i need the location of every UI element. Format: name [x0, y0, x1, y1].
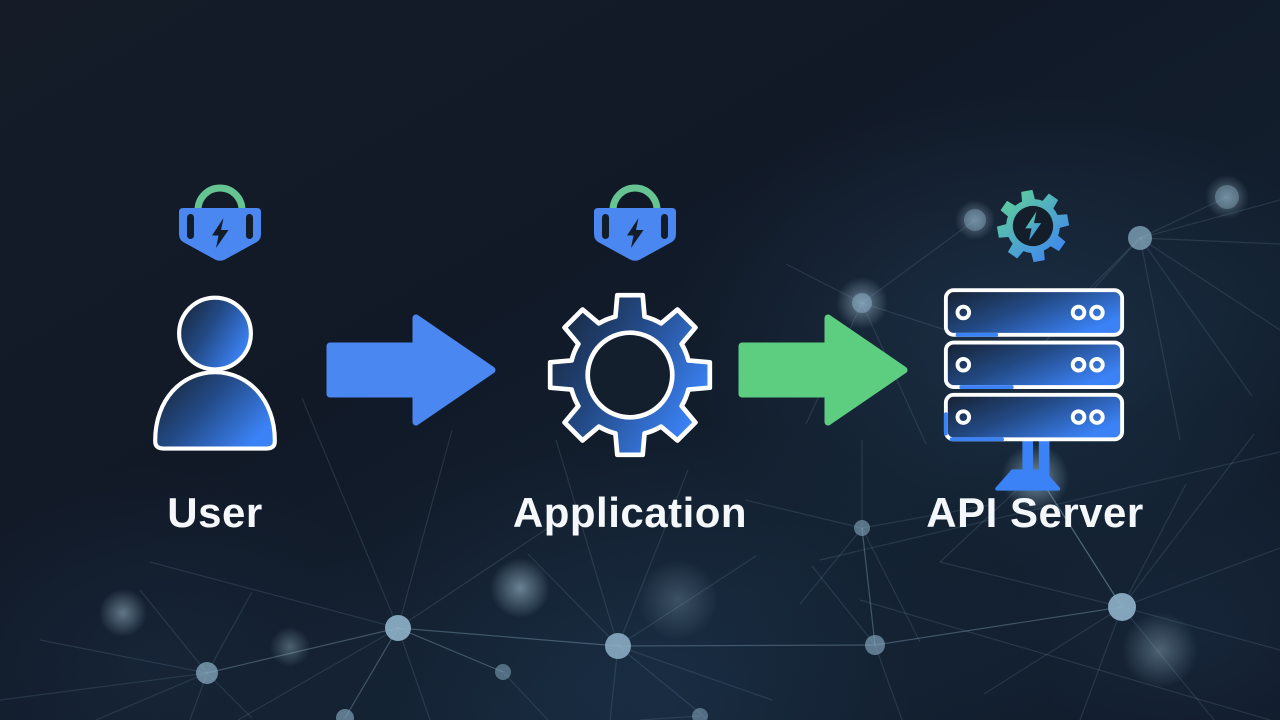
person-icon	[153, 295, 277, 451]
gear-bolt-badge-icon	[996, 189, 1070, 263]
glow-blobs	[99, 175, 1249, 688]
application-label: Application	[512, 489, 748, 536]
mesh-nodes	[196, 185, 1239, 720]
server-stack-icon	[943, 288, 1125, 491]
arrow-application-to-api-server-icon	[738, 314, 908, 426]
api-server-label: API Server	[926, 489, 1144, 536]
lock-bolt-badge-icon	[594, 184, 676, 261]
lock-bolt-badge-icon	[179, 184, 261, 261]
gear-icon	[547, 292, 713, 458]
user-label: User	[167, 489, 263, 536]
mesh-lines-bright	[206, 471, 1123, 719]
arrow-user-to-application-icon	[326, 314, 496, 426]
